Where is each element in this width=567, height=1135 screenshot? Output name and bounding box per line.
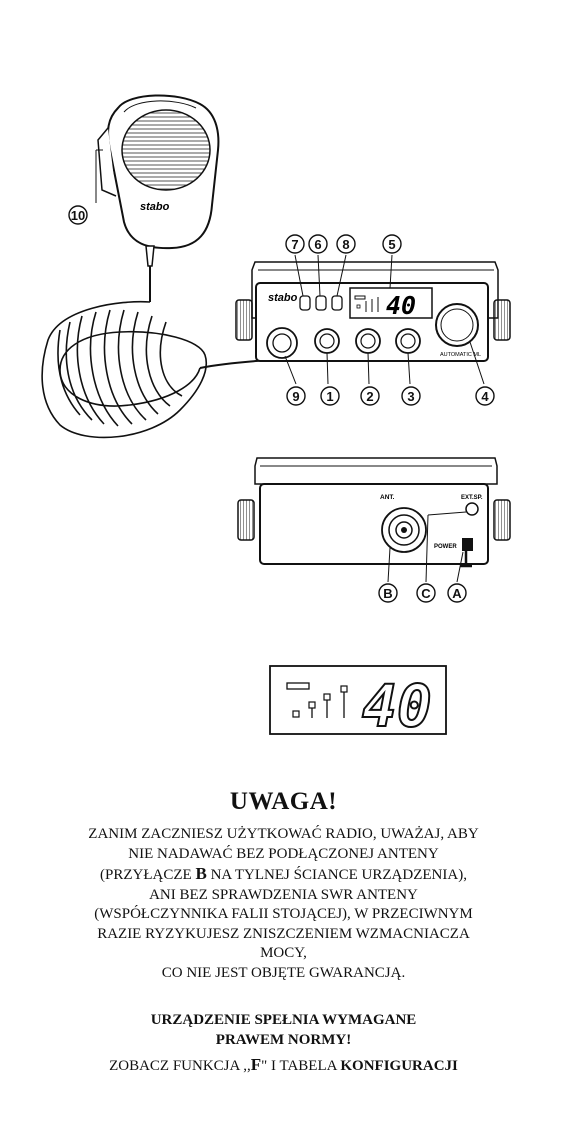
button-6 <box>315 295 327 311</box>
microphone: stabo <box>97 94 220 302</box>
callout-3: 3 <box>407 389 414 404</box>
callout-8: 8 <box>342 237 349 252</box>
callout-2: 2 <box>366 389 373 404</box>
button-8 <box>331 295 343 311</box>
button-7 <box>299 295 311 311</box>
callout-10: 10 <box>71 208 85 223</box>
norms-line: PRAWEM NORMY! <box>215 1031 352 1048</box>
warning-line: (PRZYŁĄCZE B NA TYLNEJ ŚCIANCE URZĄDZENI… <box>40 864 527 886</box>
radio-front: stabo 40 AUTOMATIC ML <box>235 261 511 362</box>
radio-rear: ANT. EXT.SP. POWER <box>237 457 511 568</box>
callout-a: A <box>452 586 462 601</box>
callout-5: 5 <box>388 237 395 252</box>
see-also-mid: " I TABELA <box>261 1058 341 1074</box>
warning-line: NIE NADAWAĆ BEZ PODŁĄCZONEJ ANTENY <box>128 845 439 862</box>
warning-text-fragment: (PRZYŁĄCZE <box>100 867 196 883</box>
configuration-reference: KONFIGURACJI <box>340 1058 458 1074</box>
automatic-ml-label: AUTOMATIC ML <box>440 352 481 358</box>
closeup-channel-digits: 40 <box>362 672 432 740</box>
power-label: POWER <box>434 544 457 550</box>
callout-7: 7 <box>291 237 298 252</box>
norms-line: URZĄDZENIE SPEŁNIA WYMAGANE <box>150 1012 417 1028</box>
front-callouts <box>68 149 495 406</box>
display-closeup: 40 <box>269 665 447 741</box>
ant-label: ANT. <box>380 494 395 501</box>
rear-callouts <box>378 511 467 603</box>
see-also-pre: ZOBACZ FUNKCJA ,, <box>109 1058 251 1074</box>
callout-c: C <box>421 586 431 601</box>
front-display <box>349 287 433 319</box>
function-f-reference: F <box>250 1055 262 1074</box>
warning-line: CO NIE JEST OBJĘTE GWARANCJĄ. <box>161 964 406 981</box>
callout-b: B <box>383 586 392 601</box>
norms-notice: URZĄDZENIE SPEŁNIA WYMAGANE PRAWEM NORMY… <box>0 1011 567 1050</box>
callout-4: 4 <box>481 389 489 404</box>
radio-brand: stabo <box>268 292 298 304</box>
warning-line: RAZIE RYZYKUJESZ ZNISZCZENIEM WZMACNIACZ… <box>97 925 470 942</box>
warning-line: MOCY, <box>260 945 307 961</box>
ext-speaker-jack <box>465 502 479 516</box>
warning-text-fragment: NA TYLNEJ ŚCIANCE URZĄDZENIA), <box>206 867 467 883</box>
microphone-brand: stabo <box>140 201 170 213</box>
warning-text: ZANIM ZACZNIESZ UŻYTKOWAĆ RADIO, UWAŻAJ,… <box>40 825 527 983</box>
power-socket <box>462 538 473 551</box>
rear-panel <box>259 483 489 565</box>
right-bracket-knob <box>493 299 511 341</box>
callout-9: 9 <box>292 389 299 404</box>
microphone-grille <box>121 109 211 191</box>
see-also-line: ZOBACZ FUNKCJA ,,F" I TABELA KONFIGURACJ… <box>0 1055 567 1075</box>
ext-sp-label: EXT.SP. <box>461 495 483 501</box>
callout-1: 1 <box>326 389 333 404</box>
warning-line: ZANIM ZACZNIESZ UŻYTKOWAĆ RADIO, UWAŻAJ,… <box>88 826 479 842</box>
warning-title: UWAGA! <box>229 788 338 815</box>
callout-6: 6 <box>314 237 321 252</box>
warning-line: (WSPÓŁCZYNNIKA FALII STOJĄCEJ), W PRZECI… <box>94 906 473 922</box>
left-bracket-knob <box>235 299 253 341</box>
warning-line: ANI BEZ SPRAWDZENIA SWR ANTENY <box>149 886 418 903</box>
connector-b-reference: B <box>195 864 207 883</box>
front-channel-digits: 40 <box>386 291 416 320</box>
